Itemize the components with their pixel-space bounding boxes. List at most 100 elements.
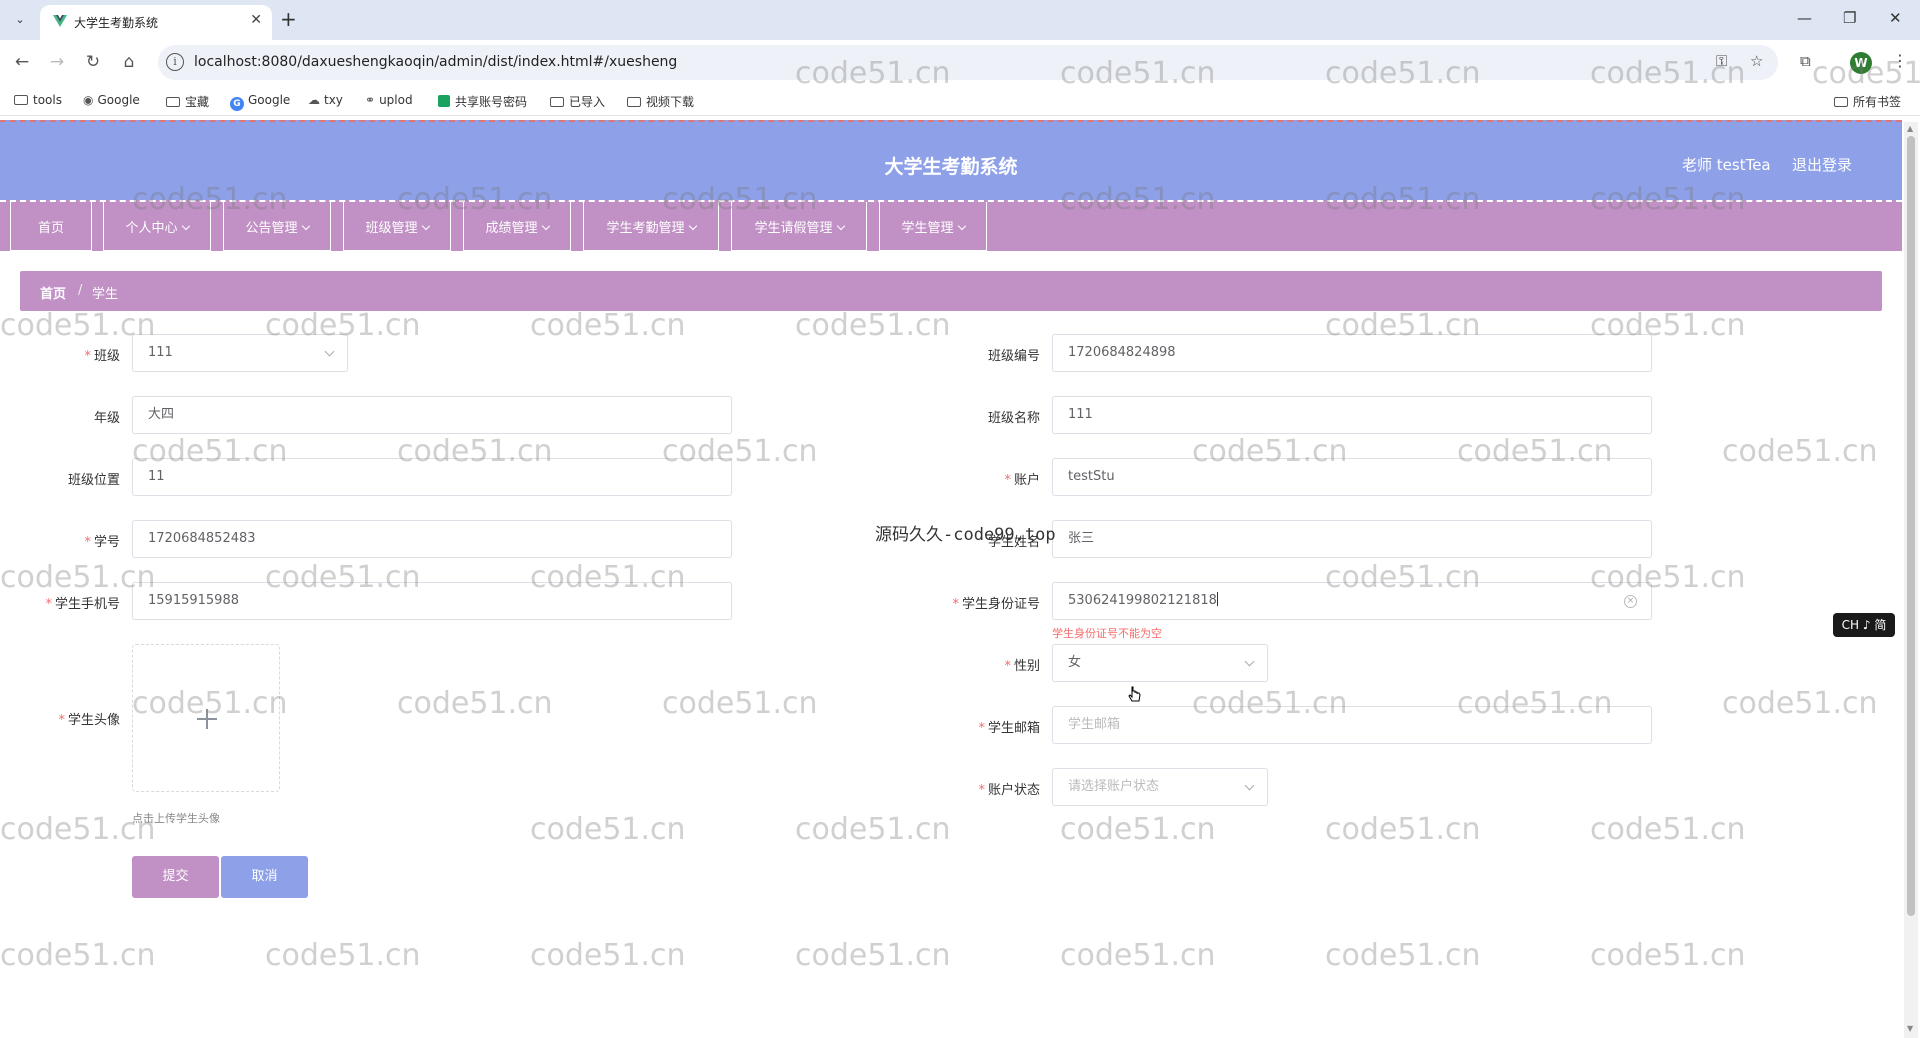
folder-icon xyxy=(14,95,28,105)
mouse-pointer-icon xyxy=(1128,686,1141,702)
window-close-icon[interactable]: ✕ xyxy=(1889,9,1902,27)
folder-icon xyxy=(627,97,641,107)
vue-logo-icon xyxy=(53,15,67,27)
bookmark-star-icon[interactable]: ☆ xyxy=(1750,52,1764,70)
student-id-label: *学号 xyxy=(84,535,120,550)
tab-close-icon[interactable]: ✕ xyxy=(250,12,262,28)
reload-icon[interactable]: ↻ xyxy=(85,52,101,72)
page-scrollbar[interactable]: ▲ ▼ xyxy=(1904,122,1918,1038)
bookmark-google-1[interactable]: ◉Google xyxy=(83,93,140,107)
folder-icon xyxy=(1834,97,1848,107)
breadcrumb-current: 学生 xyxy=(92,287,119,302)
address-bar[interactable]: i localhost:8080/daxueshengkaoqin/admin/… xyxy=(158,45,1778,80)
plus-icon-stem xyxy=(206,709,208,729)
minimize-icon[interactable]: — xyxy=(1797,9,1812,27)
bookmark-baozang[interactable]: 宝藏 xyxy=(166,93,209,110)
chevron-down-icon xyxy=(836,221,845,231)
tab-title: 大学生考勤系统 xyxy=(74,16,159,30)
password-key-icon[interactable]: ⚿ xyxy=(1716,52,1728,70)
cancel-button[interactable]: 取消 xyxy=(221,856,308,898)
browser-toolbar: ← → ↻ ⌂ i localhost:8080/daxueshengkaoqi… xyxy=(0,40,1920,86)
menu-grades[interactable]: 成绩管理 xyxy=(463,202,571,251)
class-name-label: 班级名称 xyxy=(987,411,1040,426)
menu-notice[interactable]: 公告管理 xyxy=(223,202,331,251)
menu-personal-center[interactable]: 个人中心 xyxy=(103,202,211,251)
avatar-upload-tip: 点击上传学生头像 xyxy=(132,812,220,825)
restore-icon[interactable]: ❐ xyxy=(1843,9,1857,27)
chevron-down-icon xyxy=(1244,656,1255,667)
student-name-input[interactable]: 张三 xyxy=(1052,520,1652,558)
link-icon: ⚭ xyxy=(365,93,376,107)
app-header: 大学生考勤系统 老师 testTea 退出登录 xyxy=(0,120,1902,200)
bookmark-tools[interactable]: tools xyxy=(14,93,62,107)
tab-list-chevron-icon[interactable]: ⌄ xyxy=(15,13,25,26)
class-number-input[interactable]: 1720684824898 xyxy=(1052,334,1652,372)
extensions-icon[interactable]: ⧉ xyxy=(1800,52,1811,70)
bookmark-imported[interactable]: 已导入 xyxy=(550,93,605,110)
student-id-input[interactable]: 1720684852483 xyxy=(132,520,732,558)
phone-label: *学生手机号 xyxy=(45,597,120,612)
bookmark-txy[interactable]: ☁txy xyxy=(308,93,343,107)
back-icon[interactable]: ← xyxy=(14,52,30,72)
menu-leave[interactable]: 学生请假管理 xyxy=(731,202,867,251)
chevron-down-icon xyxy=(688,221,697,231)
grade-input[interactable]: 大四 xyxy=(132,396,732,434)
sheet-icon xyxy=(438,95,450,107)
class-location-input[interactable]: 11 xyxy=(132,458,732,496)
folder-icon xyxy=(550,97,564,107)
current-user: 老师 testTea xyxy=(1682,156,1771,174)
bookmark-uplod[interactable]: ⚭uplod xyxy=(365,93,413,107)
scroll-down-arrow-icon[interactable]: ▼ xyxy=(1907,1024,1914,1033)
chevron-down-icon xyxy=(301,221,310,231)
address-url[interactable]: localhost:8080/daxueshengkaoqin/admin/di… xyxy=(194,54,678,70)
phone-input[interactable]: 15915915988 xyxy=(132,582,732,620)
breadcrumb-separator: / xyxy=(78,283,83,298)
forward-icon[interactable]: → xyxy=(49,52,65,72)
student-name-label: 学生姓名 xyxy=(987,535,1040,550)
scrollbar-thumb[interactable] xyxy=(1907,136,1915,916)
class-number-label: 班级编号 xyxy=(987,349,1040,364)
account-status-label: *账户状态 xyxy=(978,783,1040,798)
globe-icon: ◉ xyxy=(83,93,94,107)
cloud-icon: ☁ xyxy=(308,93,320,107)
app-title: 大学生考勤系统 xyxy=(884,156,1018,178)
account-input[interactable]: testStu xyxy=(1052,458,1652,496)
browser-tab-bar: ⌄ 大学生考勤系统 ✕ + — ❐ ✕ xyxy=(0,0,1920,40)
top-menu: 首页 个人中心 公告管理 班级管理 成绩管理 学生考勤管理 学生请假管理 学生管… xyxy=(0,200,1902,251)
app-root: 大学生考勤系统 老师 testTea 退出登录 首页 个人中心 公告管理 班级管… xyxy=(0,120,1902,1038)
all-bookmarks[interactable]: 所有书签 xyxy=(1834,93,1901,110)
browser-menu-icon[interactable]: ⋮ xyxy=(1892,51,1908,70)
ime-indicator[interactable]: CH ♪ 简 xyxy=(1833,613,1895,637)
home-icon[interactable]: ⌂ xyxy=(123,52,135,72)
class-select[interactable]: 111 xyxy=(132,334,348,372)
email-input[interactable]: 学生邮箱 xyxy=(1052,706,1652,744)
gender-select[interactable]: 女 xyxy=(1052,644,1268,682)
avatar-upload[interactable] xyxy=(132,644,280,792)
scroll-up-arrow-icon[interactable]: ▲ xyxy=(1907,124,1914,133)
folder-icon xyxy=(166,97,180,107)
class-name-input[interactable]: 111 xyxy=(1052,396,1652,434)
logout-button[interactable]: 退出登录 xyxy=(1792,156,1853,174)
avatar-label: *学生头像 xyxy=(58,713,120,728)
new-tab-button[interactable]: + xyxy=(280,7,297,31)
account-label: *账户 xyxy=(1004,473,1040,488)
menu-class[interactable]: 班级管理 xyxy=(343,202,451,251)
menu-home[interactable]: 首页 xyxy=(10,202,92,251)
submit-button[interactable]: 提交 xyxy=(132,856,219,898)
id-card-input[interactable]: 530624199802121818× xyxy=(1052,582,1652,620)
chevron-down-icon xyxy=(1244,780,1255,791)
gender-label: *性别 xyxy=(1004,659,1040,674)
account-status-select[interactable]: 请选择账户状态 xyxy=(1052,768,1268,806)
bookmark-video-download[interactable]: 视频下载 xyxy=(627,93,694,110)
menu-students[interactable]: 学生管理 xyxy=(879,202,987,251)
browser-tab[interactable]: 大学生考勤系统 ✕ xyxy=(40,5,272,40)
profile-avatar[interactable]: W xyxy=(1850,52,1872,74)
breadcrumb-home[interactable]: 首页 xyxy=(40,287,67,302)
menu-attendance[interactable]: 学生考勤管理 xyxy=(583,202,719,251)
google-icon: G xyxy=(230,97,244,111)
clear-icon[interactable]: × xyxy=(1624,595,1637,608)
site-info-icon[interactable]: i xyxy=(166,53,184,71)
bookmark-shared-accounts[interactable]: 共享账号密码 xyxy=(438,93,527,110)
